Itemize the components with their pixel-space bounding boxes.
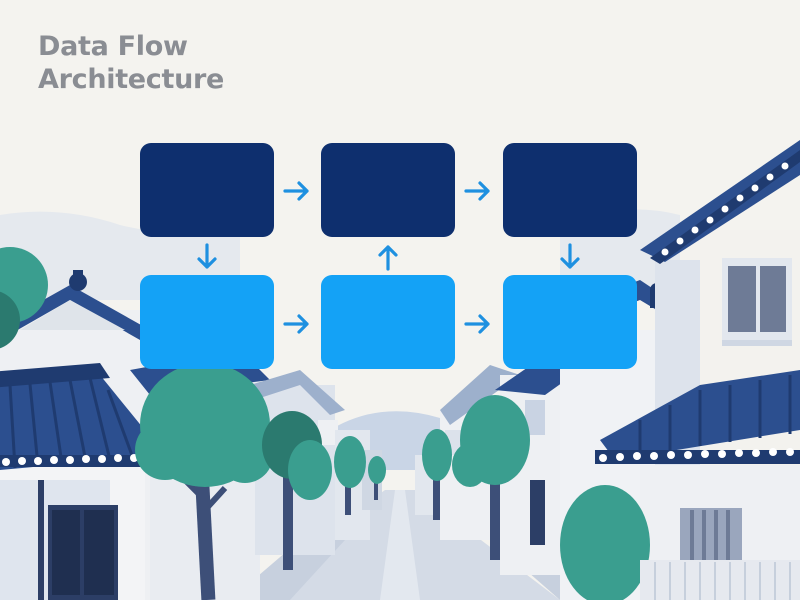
arrow-right-icon (283, 314, 309, 334)
flow-node-bottom-3 (503, 275, 637, 369)
fence (640, 560, 800, 600)
title-line-2: Architecture (38, 64, 225, 95)
arrow-down-icon (560, 243, 580, 269)
tree (334, 436, 366, 488)
arrow-down-icon (197, 243, 217, 269)
title-line-1: Data Flow (38, 31, 188, 62)
flow-node-top-1 (140, 143, 274, 237)
arrow-up-icon (378, 245, 398, 271)
tiled-roof (0, 375, 165, 470)
flow-node-top-3 (503, 143, 637, 237)
arrow-right-icon (283, 181, 309, 201)
bush (560, 485, 650, 600)
flow-node-bottom-1 (140, 275, 274, 369)
flow-node-bottom-2 (321, 275, 455, 369)
flow-node-top-2 (321, 143, 455, 237)
tree (422, 429, 452, 481)
arrow-right-icon (464, 181, 490, 201)
arrow-right-icon (464, 314, 490, 334)
diagram-title: Data Flow Architecture (38, 30, 224, 96)
tiled-roof (640, 140, 800, 262)
